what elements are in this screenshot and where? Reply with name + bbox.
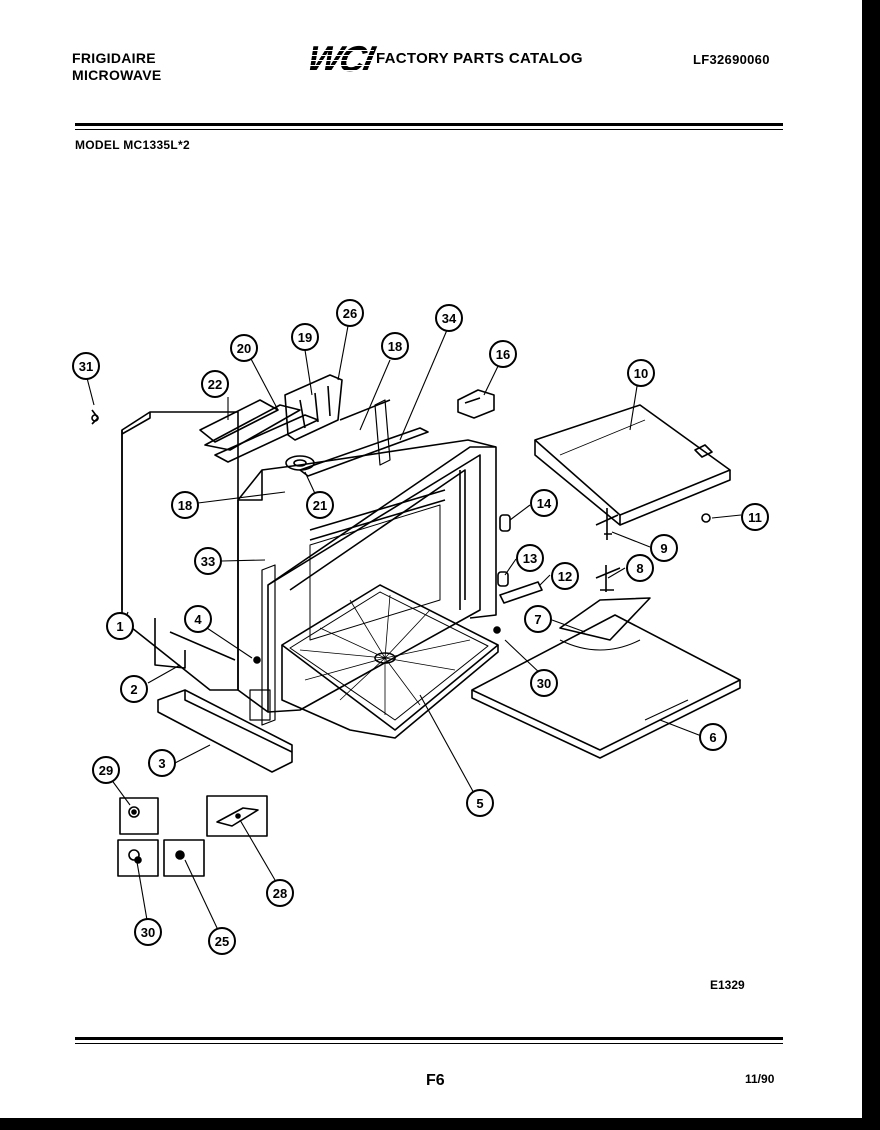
svg-text:8: 8: [636, 561, 643, 576]
svg-text:7: 7: [534, 612, 541, 627]
svg-text:29: 29: [99, 763, 113, 778]
callout-11: 11: [741, 503, 769, 531]
inset-28: [206, 795, 268, 837]
svg-text:13: 13: [523, 551, 537, 566]
svg-text:16: 16: [496, 347, 510, 362]
callout-group: 31 22 20 19 26 18 34 16 10 18 21 14 11 9…: [72, 299, 769, 955]
callout-7: 7: [524, 605, 552, 633]
svg-text:28: 28: [273, 886, 287, 901]
header-rule-thin: [75, 129, 783, 130]
glass-tray-5: [281, 584, 499, 731]
callout-18b: 18: [171, 491, 199, 519]
svg-text:2: 2: [130, 682, 137, 697]
cover-plate-10: [534, 404, 731, 516]
model-label: MODEL MC1335L*2: [75, 138, 190, 152]
svg-text:12: 12: [558, 569, 572, 584]
bracket-9: [595, 508, 619, 540]
callout-22: 22: [201, 370, 229, 398]
callout-20: 20: [230, 334, 258, 362]
page-number: F6: [426, 1072, 445, 1089]
figure-code: E1329: [710, 978, 745, 992]
callout-32: 31: [72, 352, 100, 380]
callout-16: 16: [489, 340, 517, 368]
fan-19: [284, 374, 343, 441]
callout-33: 33: [194, 547, 222, 575]
footer-rule: [75, 1037, 783, 1040]
svg-text:14: 14: [537, 496, 552, 511]
bottom-plate-6: [471, 614, 741, 751]
callout-10: 10: [627, 359, 655, 387]
svg-text:18: 18: [178, 498, 192, 513]
inset-25: [163, 839, 205, 877]
svg-text:22: 22: [208, 377, 222, 392]
callout-28: 28: [266, 879, 294, 907]
svg-text:11: 11: [748, 510, 762, 525]
svg-text:19: 19: [298, 330, 312, 345]
callout-8: 8: [626, 554, 654, 582]
svg-text:4: 4: [194, 612, 202, 627]
callout-26: 26: [336, 299, 364, 327]
svg-text:6: 6: [709, 730, 716, 745]
callout-9: 9: [650, 534, 678, 562]
svg-text:5: 5: [476, 796, 483, 811]
callout-34: 34: [435, 304, 463, 332]
callout-19: 19: [291, 323, 319, 351]
callout-3: 3: [148, 749, 176, 777]
callout-14: 14: [530, 489, 558, 517]
svg-text:21: 21: [313, 498, 327, 513]
callout-21: 21: [306, 491, 334, 519]
outer-cabinet: [121, 411, 239, 691]
callout-12: 12: [551, 562, 579, 590]
top-duct-22: [199, 399, 279, 443]
inset-29: [119, 797, 159, 835]
svg-text:9: 9: [660, 541, 667, 556]
catalog-page: FRIGIDAIRE MICROWAVE WCI FACTORY PARTS C…: [0, 0, 862, 1118]
callout-4: 4: [184, 605, 212, 633]
svg-text:30: 30: [537, 676, 551, 691]
bracket-16: [457, 389, 495, 419]
bracket-8: [595, 565, 621, 592]
inset-30: [117, 839, 159, 877]
brand-block: FRIGIDAIRE MICROWAVE: [72, 50, 162, 84]
print-date: 11/90: [745, 1072, 775, 1086]
svg-text:18: 18: [388, 339, 402, 354]
callout-25: 25: [208, 927, 236, 955]
callout-5: 5: [466, 789, 494, 817]
exploded-parts-diagram: 31 22 20 19 26 18 34 16 10 18 21 14 11 9…: [72, 299, 769, 955]
svg-text:31: 31: [79, 359, 93, 374]
svg-text:10: 10: [634, 366, 648, 381]
svg-text:33: 33: [201, 554, 215, 569]
svg-text:3: 3: [158, 756, 165, 771]
callout-29: 29: [92, 756, 120, 784]
product-type: MICROWAVE: [72, 67, 162, 83]
svg-text:30: 30: [141, 925, 155, 940]
brand-name: FRIGIDAIRE: [72, 50, 156, 66]
oven-cavity: [237, 446, 497, 713]
svg-text:25: 25: [215, 934, 229, 949]
svg-text:1: 1: [116, 619, 123, 634]
callout-2: 2: [120, 675, 148, 703]
svg-text:26: 26: [343, 306, 357, 321]
callout-1: 1: [106, 612, 134, 640]
footer-rule-thin: [75, 1043, 783, 1044]
svg-text:20: 20: [237, 341, 251, 356]
header-rule: [75, 123, 783, 126]
callout-31: 30: [530, 669, 558, 697]
callout-6: 6: [699, 723, 727, 751]
callout-13: 13: [516, 544, 544, 572]
catalog-number: LF32690060: [693, 52, 770, 67]
callout-18a: 18: [381, 332, 409, 360]
catalog-title: FACTORY PARTS CATALOG: [376, 50, 583, 67]
base-rail-3: [157, 689, 293, 773]
svg-text:34: 34: [442, 311, 457, 326]
callout-30: 30: [134, 918, 162, 946]
